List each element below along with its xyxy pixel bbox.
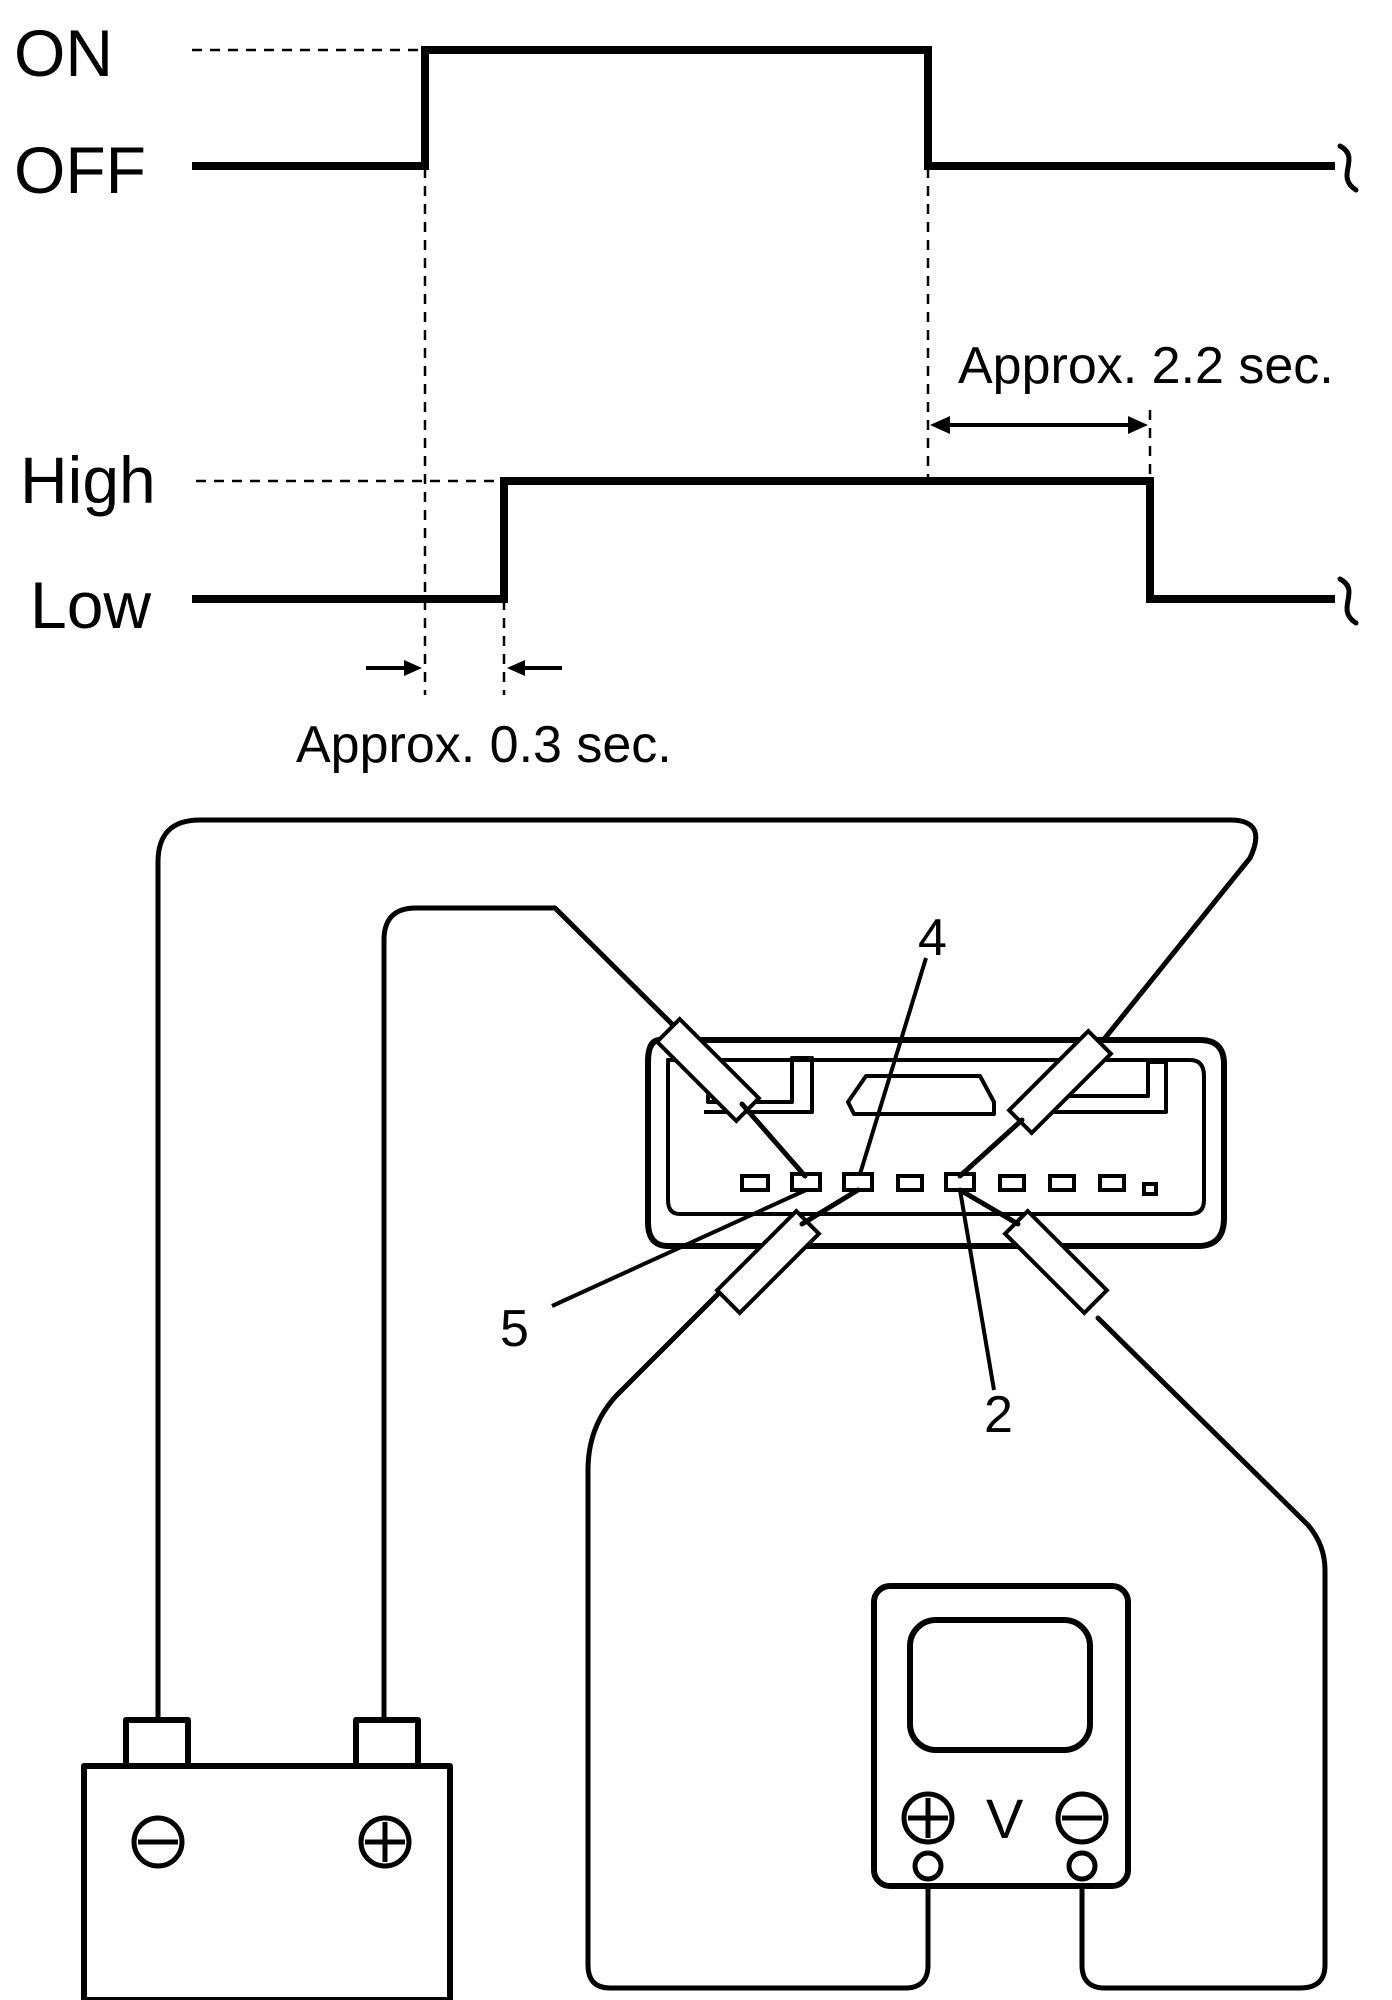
terminal-5-label: 5	[500, 1300, 529, 1358]
callout-line-5	[551, 1188, 807, 1308]
switch-waveform	[192, 46, 1335, 170]
connector-pin-slot	[740, 1174, 770, 1192]
delay-off-arrowhead-left	[930, 416, 950, 434]
connector-latch-center	[846, 1074, 996, 1116]
wire-voltmeter-positive	[585, 1287, 931, 1991]
voltmeter-unit-label: V	[986, 1787, 1024, 1850]
terminal-4-label: 4	[918, 909, 947, 967]
callout-line-2	[958, 1189, 996, 1391]
delay-on-arrowhead-left	[404, 660, 422, 676]
connector-inner-outline	[666, 1058, 1206, 1216]
connector-pin-slot	[1142, 1182, 1158, 1196]
delay-off-arrowhead-right	[1128, 416, 1148, 434]
delay-off-label: Approx. 2.2 sec.	[958, 337, 1334, 395]
label-low: Low	[30, 568, 151, 642]
connector-pin-slot	[896, 1174, 924, 1192]
wire-battery-negative	[155, 817, 1259, 1751]
signal-waveform	[192, 477, 1335, 603]
signal-waveform-break	[1337, 576, 1359, 626]
label-high: High	[20, 443, 156, 517]
probe-lower-left	[714, 1187, 861, 1316]
plus-icon	[358, 1815, 412, 1869]
probe-lower-right	[957, 1187, 1110, 1316]
battery-body	[81, 1763, 453, 2000]
probe-upper-right	[957, 1028, 1114, 1179]
switch-waveform-break	[1337, 143, 1359, 193]
connector-latch-right	[1040, 1060, 1168, 1114]
callout-line-4	[858, 957, 928, 1175]
battery-terminal-positive	[353, 1717, 421, 1769]
timing-chart: ON OFF High Low Approx. 0.3 sec. Approx.…	[14, 16, 1359, 774]
wire-voltmeter-negative	[1079, 1315, 1328, 1991]
wire-battery-positive	[381, 905, 683, 1751]
voltmeter-jack-negative	[1066, 1850, 1098, 1882]
minus-icon	[131, 1815, 185, 1869]
connector-latch-left	[704, 1056, 814, 1114]
battery-terminal-negative	[123, 1717, 191, 1769]
minus-icon	[1055, 1791, 1109, 1845]
voltmeter-display	[907, 1617, 1093, 1753]
wiring	[155, 817, 1328, 1991]
connector: 4 5 2	[500, 909, 1227, 1444]
connector-pin-slot	[1048, 1174, 1076, 1192]
probe-upper-left	[654, 1016, 808, 1179]
terminal-2-label: 2	[984, 1386, 1013, 1444]
delay-on-arrowhead-right	[507, 660, 525, 676]
voltmeter-jack-positive	[912, 1850, 944, 1882]
voltmeter: V	[871, 1583, 1131, 1889]
label-on: ON	[14, 16, 113, 90]
connector-pin-slot	[1098, 1174, 1126, 1192]
delay-on-label: Approx. 0.3 sec.	[296, 716, 672, 774]
label-off: OFF	[14, 133, 146, 207]
connector-pin-slot	[998, 1174, 1026, 1192]
battery	[81, 1717, 453, 2000]
plus-icon	[901, 1791, 955, 1845]
